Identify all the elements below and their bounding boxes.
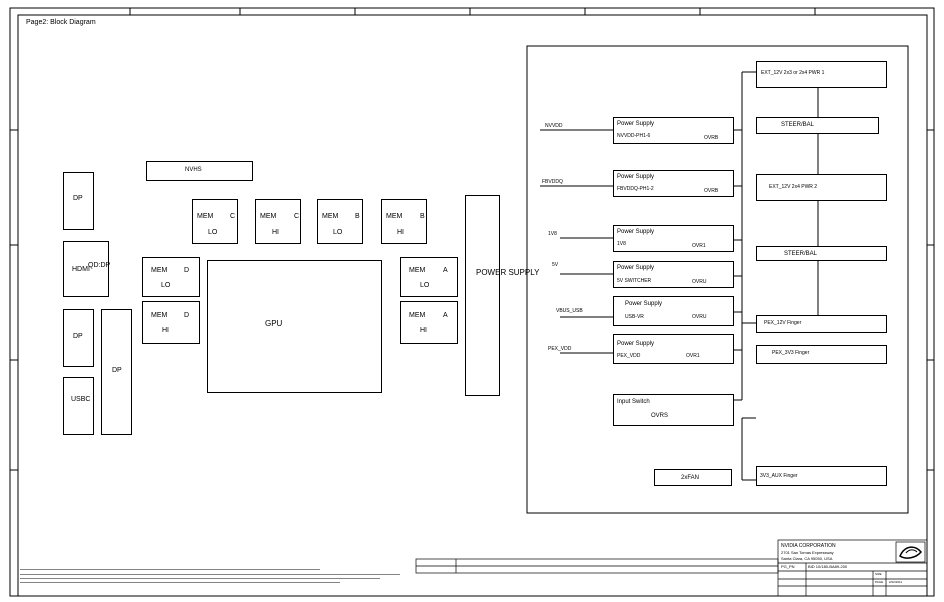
mem-b-lo: MEM B LO [317,199,363,244]
mem-c-lo: MEM C LO [192,199,238,244]
hdmi-connector: HDMI [63,241,109,297]
mem-d-lo: MEM D LO [142,257,200,297]
ext-12v-pwr2: EXT_12V 2x4 PWR 2 [756,174,887,201]
rail-label-fbvddq: FBVDDQ [542,179,563,185]
ext-12v-pwr1: EXT_12V 2x3 or 2x4 PWR 1 [756,61,887,88]
nvidia-logo-icon [895,541,926,563]
dp-connector-1: DP [63,172,94,230]
power-supply-5v: Power Supply 5V SWITCHER OVRU [613,261,734,288]
power-supply-pex-vdd: Power Supply PEX_VDD OVR1 [613,334,734,364]
mem-d-hi: MEM D HI [142,301,200,344]
usbc-connector: USBC [63,377,94,435]
pex-3v3-finger: PEX_3V3 Finger [756,345,887,364]
input-switch: Input Switch OVRS [613,394,734,426]
3v3-aux-finger: 3V3_AUX Finger [756,466,887,486]
power-supply-fbvddq: Power Supply FBVDDQ-PH1-2 OVRB [613,170,734,197]
part-label: PG_PN [781,564,795,569]
dp-connector-2: DP [63,309,94,367]
power-supply-nvvdd: Power Supply NVVDD-PH1-6 OVRB [613,117,734,144]
size-label: SIZE [875,572,882,576]
dp-connector-tall: DP [101,309,132,435]
fan-block: 2xFAN [654,469,732,486]
mem-a-lo: MEM A LO [400,257,458,297]
part-number: BID 10/180-BA89-200 [808,564,848,569]
steer-bal-2: STEER/BAL [756,246,887,261]
qddp-label: QD:DP [88,262,111,269]
rail-label-nvvdd: NVVDD [545,123,563,129]
rail-label-1v8: 1V8 [548,231,557,237]
company-address-1: 2701 San Tomas Expressway [781,550,834,555]
rail-label-pex-vdd: PEX_VDD [548,346,572,352]
power-supply-vbus: Power Supply USB-VR OVRU [613,296,734,326]
company-address-2: Santa Clara, CA 95050, USA [781,556,833,561]
pex-12v-finger: PEX_12V Finger [756,315,887,333]
mem-a-hi: MEM A HI [400,301,458,344]
steer-bal-1: STEER/BAL [756,117,879,134]
gpu-block: GPU [207,260,382,393]
mem-b-hi: MEM B HI [381,199,427,244]
page-label: PAGE [875,580,884,584]
company-name: NVIDIA CORPORATION [781,543,836,549]
power-supply-1v8: Power Supply 1V8 OVR1 [613,225,734,252]
mem-c-hi: MEM C HI [255,199,301,244]
rail-label-5v: 5V [552,262,559,268]
nvhs-block: NVHS [146,161,253,181]
date-value: 2/22/2011 [889,580,903,584]
page-title: Page2: Block Diagram [26,19,96,26]
rail-label-vbus: VBUS_USB [556,308,583,314]
power-supply-bar: POWER SUPPLY [465,195,539,396]
